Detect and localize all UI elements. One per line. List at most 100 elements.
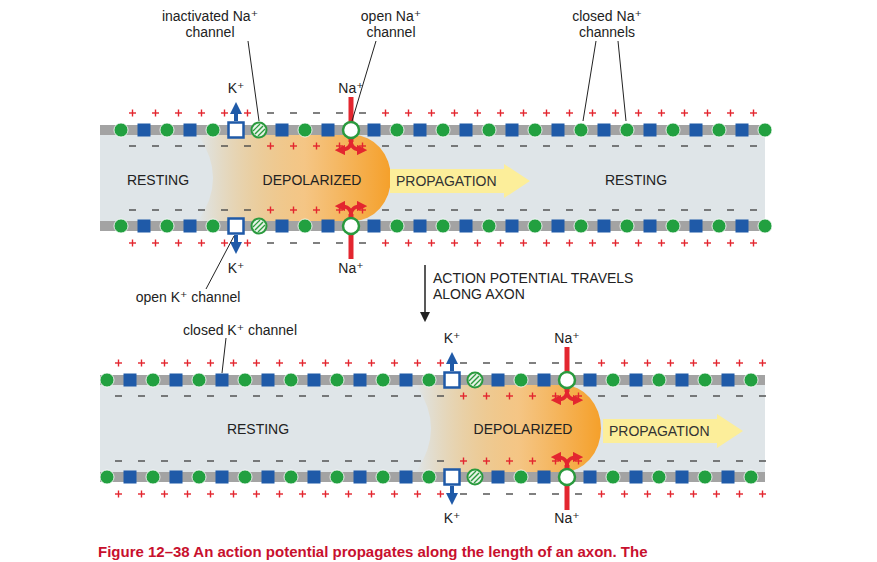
plus-sign [293, 143, 294, 150]
minus-sign [704, 145, 711, 146]
plus-sign [302, 360, 303, 367]
minus-sign [336, 112, 343, 113]
minus-sign [759, 395, 766, 396]
region-label: DEPOLARIZED [247, 172, 377, 188]
minus-sign [244, 209, 251, 210]
minus-sign [336, 242, 343, 243]
plus-sign [463, 458, 464, 465]
plus-sign [753, 240, 754, 247]
minus-sign [713, 395, 720, 396]
plus-sign [325, 360, 326, 367]
minus-sign [221, 145, 228, 146]
leader-line [222, 338, 226, 373]
plus-sign [408, 240, 409, 247]
plus-sign [224, 110, 225, 117]
minus-sign [598, 460, 605, 461]
closed-na-channel [114, 123, 128, 137]
closed-k-channel [124, 374, 137, 387]
closed-na-channel [666, 219, 680, 233]
inactivated-na-channel [468, 373, 483, 388]
minus-sign [483, 493, 490, 494]
minus-sign [506, 362, 513, 363]
plus-sign [164, 491, 165, 498]
closed-k-channel [630, 374, 643, 387]
plus-sign [362, 207, 363, 214]
closed-k-channel [584, 471, 597, 484]
minus-sign [543, 209, 550, 210]
plus-sign [233, 491, 234, 498]
minus-sign [368, 395, 375, 396]
ion-label: Na⁺ [326, 80, 376, 96]
plus-sign [302, 491, 303, 498]
minus-sign [575, 493, 582, 494]
axon-panels [100, 97, 772, 510]
closed-na-channel [422, 373, 436, 387]
plus-sign [730, 110, 731, 117]
plus-sign [141, 360, 142, 367]
closed-na-channel [606, 470, 620, 484]
inactivated-na-channel [468, 470, 483, 485]
figure-caption: Figure 12–38 An action potential propaga… [98, 543, 648, 560]
closed-na-channel [422, 470, 436, 484]
closed-k-channel [736, 220, 749, 233]
minus-sign [129, 145, 136, 146]
closed-k-channel [308, 374, 321, 387]
minus-sign [566, 145, 573, 146]
plus-sign [486, 393, 487, 400]
closed-k-channel [552, 124, 565, 137]
plus-sign [532, 393, 533, 400]
closed-k-channel [676, 374, 689, 387]
open-na-channel [559, 372, 575, 388]
closed-k-channel [276, 220, 289, 233]
closed-na-channel [376, 470, 390, 484]
minus-sign [322, 460, 329, 461]
region-label: RESTING [203, 421, 313, 437]
plus-sign [762, 491, 763, 498]
closed-na-channel [744, 470, 758, 484]
open-k-channel [445, 373, 460, 388]
plus-sign [247, 240, 248, 247]
minus-sign [428, 145, 435, 146]
closed-na-channel [238, 470, 252, 484]
plus-sign [647, 360, 648, 367]
minus-sign [161, 395, 168, 396]
closed-na-channel [284, 373, 298, 387]
minus-sign [161, 460, 168, 461]
inactivated-na-channel [253, 220, 260, 227]
closed-na-channel [146, 373, 160, 387]
membrane [100, 221, 765, 231]
minus-sign [704, 209, 711, 210]
closed-na-channel [330, 373, 344, 387]
minus-sign [529, 362, 536, 363]
closed-na-channel [330, 470, 344, 484]
closed-k-channel [722, 374, 735, 387]
arrow-text: PROPAGATION [609, 414, 710, 448]
closed-k-channel [138, 124, 151, 137]
closed-na-channel [666, 123, 680, 137]
plus-sign [730, 240, 731, 247]
closed-na-channel [160, 123, 174, 137]
closed-na-channel [620, 219, 634, 233]
closed-k-channel [400, 374, 413, 387]
leader-line [248, 41, 259, 121]
minus-sign [152, 209, 159, 210]
minus-sign [520, 145, 527, 146]
minus-sign [267, 242, 274, 243]
plus-sign [638, 110, 639, 117]
minus-sign [115, 395, 122, 396]
minus-sign [621, 395, 628, 396]
plus-sign [509, 393, 510, 400]
plus-sign [201, 110, 202, 117]
closed-k-channel [538, 374, 551, 387]
minus-sign [750, 145, 757, 146]
plus-sign [201, 240, 202, 247]
minus-sign [382, 209, 389, 210]
closed-k-channel [216, 471, 229, 484]
closed-na-channel [514, 373, 528, 387]
plus-sign [408, 110, 409, 117]
minus-sign [451, 209, 458, 210]
plus-sign [546, 110, 547, 117]
minus-sign [313, 242, 320, 243]
plus-sign [164, 360, 165, 367]
